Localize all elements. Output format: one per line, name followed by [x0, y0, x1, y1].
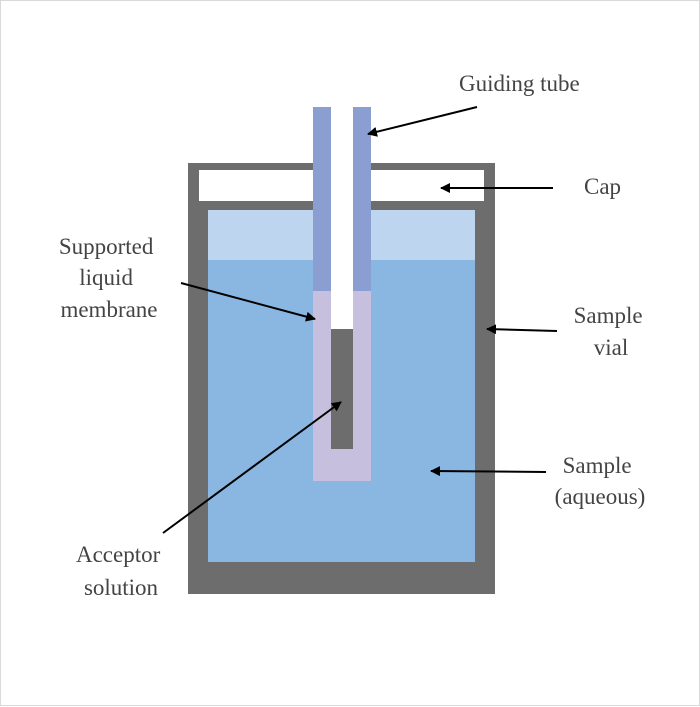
acceptor-arrow — [162, 401, 342, 534]
sample-vial-label: Sample vial — [574, 303, 649, 360]
membrane-arrow — [180, 282, 316, 322]
membrane-label: Supported liquid membrane — [59, 234, 159, 322]
guiding-tube-label: Guiding tube — [459, 71, 580, 96]
guiding-tube-right-wall — [353, 107, 371, 291]
acceptor-label: Acceptor solution — [76, 542, 166, 600]
guiding-tube-interior — [331, 107, 353, 329]
cap-label: Cap — [584, 174, 621, 199]
sample-label: Sample (aqueous) — [555, 453, 646, 509]
guiding-tube-arrow — [367, 106, 478, 137]
sample-arrow — [430, 466, 547, 477]
guiding-tube-left-wall — [313, 107, 331, 291]
acceptor-solution — [331, 329, 353, 449]
sample-vial-arrow — [486, 324, 558, 335]
